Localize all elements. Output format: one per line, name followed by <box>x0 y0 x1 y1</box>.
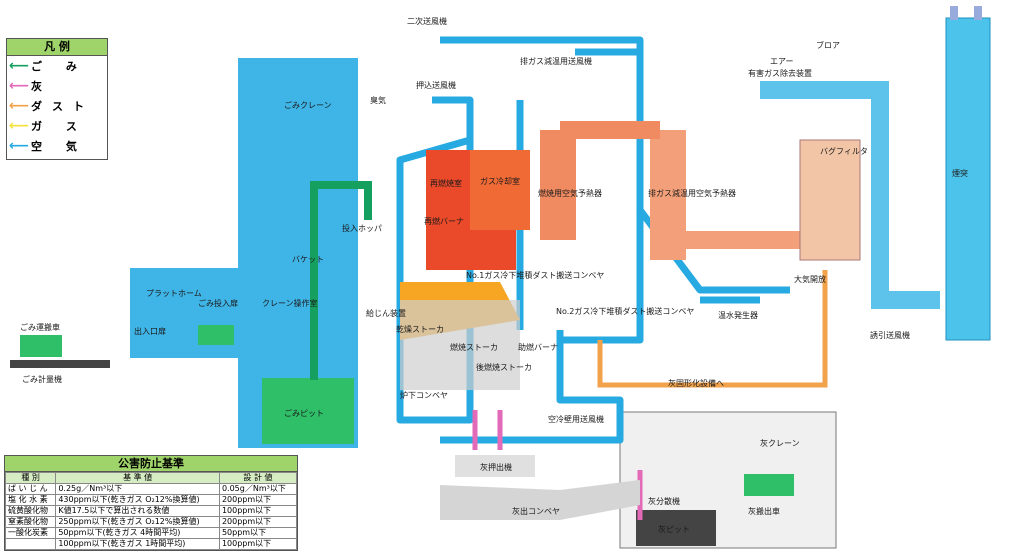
label-ash-spreader: 灰分散機 <box>648 497 680 506</box>
ash-conveyor <box>440 480 640 520</box>
arrow-icon: ⟵ <box>8 138 30 154</box>
label-solidify: 灰固形化設備へ <box>668 379 724 388</box>
label-ash-pit: 灰ピット <box>658 525 690 534</box>
label-no2-conv: No.2ガス冷下堆積ダスト搬送コンベヤ <box>556 307 695 316</box>
label-crane: ごみクレーン <box>284 101 332 110</box>
dumping-truck-icon <box>198 325 234 345</box>
legend: 凡 例 ⟵ご み ⟵灰 ⟵ダスト ⟵ガ ス ⟵空 気 <box>6 38 108 160</box>
chimney <box>945 17 991 341</box>
stoker-area <box>400 300 520 390</box>
legend-item-ash: ⟵灰 <box>8 78 52 94</box>
bag-filter <box>799 139 861 261</box>
chimney-top-right <box>974 6 982 20</box>
label-feeder: 給じん装置 <box>366 309 406 318</box>
label-after-stoker: 後燃焼ストーカ <box>476 363 532 372</box>
label-blower: ブロア <box>816 41 840 50</box>
gas-preheater <box>650 130 686 260</box>
legend-item-air: ⟵空 気 <box>8 138 87 154</box>
ash-flow <box>472 410 503 450</box>
legend-item-waste: ⟵ご み <box>8 58 87 74</box>
label-no1-conv: No.1ガス冷下堆積ダスト搬送コンベヤ <box>466 271 605 280</box>
label-chimney: 煙突 <box>952 169 968 178</box>
label-push-fan: 押込送風機 <box>416 81 456 90</box>
label-burn-stoker: 燃焼ストーカ <box>450 343 498 352</box>
header-design: 設 計 値 <box>218 472 298 484</box>
chimney-top-left <box>950 6 958 20</box>
legend-item-dust: ⟵ダスト <box>8 98 94 114</box>
standards-title: 公害防止基準 <box>5 456 297 472</box>
label-furnace-conv: 炉下コンベヤ <box>400 391 448 400</box>
label-hot-water: 温水発生器 <box>718 311 758 320</box>
label-combustion-preheater: 燃焼用空気予熱器 <box>538 189 602 198</box>
label-air: エアー <box>770 57 794 66</box>
label-ash-crane: 灰クレーン <box>760 439 800 448</box>
label-atmosphere: 大気開放 <box>794 275 826 284</box>
label-aux-burner: 助燃バーナ <box>518 343 558 352</box>
gas-cool-chamber <box>470 150 530 230</box>
label-induced-fan: 誘引送風機 <box>870 331 910 340</box>
arrow-icon: ⟵ <box>8 58 30 74</box>
legend-item-gas: ⟵ガ ス <box>8 118 87 134</box>
label-truck: ごみ運搬車 <box>20 323 60 332</box>
label-gas-cool: ガス冷却室 <box>480 177 520 186</box>
label-ash-conv: 灰出コンベヤ <box>512 507 560 516</box>
label-reburn-burner: 再燃バーナ <box>424 217 464 226</box>
label-cool-wall-fan: 空冷壁用送風機 <box>548 415 604 424</box>
arrow-icon: ⟵ <box>8 118 30 134</box>
label-pit: ごみピット <box>284 409 324 418</box>
label-entrance: 出入口扉 <box>134 327 166 336</box>
waste-flow <box>310 181 372 380</box>
label-secondary-fan: 二次送風機 <box>407 17 447 26</box>
scale-platform <box>10 360 110 368</box>
label-door: ごみ投入扉 <box>198 299 238 308</box>
label-bucket: バケット <box>292 255 324 264</box>
label-gas-cool-fan: 排ガス減温用送風機 <box>520 57 592 66</box>
refuse-pit <box>262 378 354 444</box>
label-dry-stoker: 乾燥ストーカ <box>396 325 444 334</box>
ash-pit-floor <box>636 510 716 546</box>
label-crane-room: クレーン操作室 <box>262 299 318 308</box>
label-harmful-gas: 有害ガス除去装置 <box>748 69 812 78</box>
dust-flow <box>597 270 828 388</box>
arrow-icon: ⟵ <box>8 78 30 94</box>
label-ash-truck: 灰搬出車 <box>748 507 780 516</box>
arrow-icon: ⟵ <box>8 98 30 114</box>
combustion-preheater <box>540 130 576 240</box>
label-gas-preheater: 排ガス減温用空気予熱器 <box>648 189 736 198</box>
ash-extractor <box>455 455 535 477</box>
table-row: 100ppm以下(乾きガス 1時間平均)100ppm以下 <box>4 538 298 550</box>
flue-duct <box>760 81 940 309</box>
label-reburn: 再燃焼室 <box>430 179 462 188</box>
label-bag-filter: バグフィルタ <box>820 147 868 156</box>
refuse-truck-icon <box>20 335 62 357</box>
label-exhaust: 臭気 <box>370 96 386 105</box>
label-scale: ごみ計量機 <box>22 375 62 384</box>
label-hopper: 投入ホッパ <box>342 224 382 233</box>
header-type: 種 別 <box>4 472 57 484</box>
legend-title: 凡 例 <box>7 39 107 56</box>
header-standard: 基 準 値 <box>55 472 220 484</box>
ash-truck-icon <box>744 474 794 496</box>
label-platform: プラットホーム <box>146 289 202 298</box>
label-ash-extractor: 灰押出機 <box>480 463 512 472</box>
